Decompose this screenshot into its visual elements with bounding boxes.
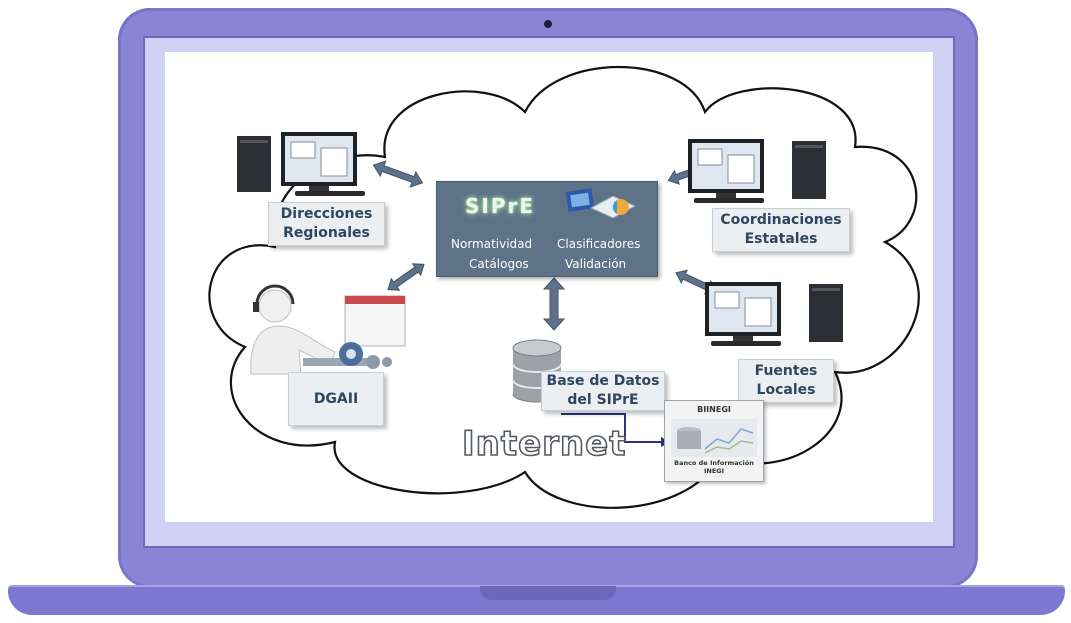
- desktop-computer-icon: [237, 132, 365, 196]
- internet-label: Internet: [461, 423, 627, 465]
- center-siprem-box: SIPrE Normatividad Clasificadores Catálo…: [436, 181, 658, 277]
- node-dgaii: DGAII: [288, 372, 384, 426]
- node-coordinaciones-estatales: Coordinaciones Estatales: [712, 208, 850, 252]
- siprem-logo-graphic: [565, 188, 637, 219]
- node-label-line: Base de Datos: [546, 373, 660, 389]
- node-label-line: del SIPrE: [567, 392, 639, 408]
- center-item: Validación: [565, 257, 627, 271]
- node-direcciones-regionales: Direcciones Regionales: [268, 202, 385, 246]
- node-label-line: Locales: [756, 382, 816, 398]
- node-base-datos: Base de Datos del SIPrE: [541, 371, 665, 411]
- node-label-line: Direcciones: [280, 206, 373, 222]
- center-item: Clasificadores: [557, 237, 641, 251]
- operator-icon: [250, 284, 406, 375]
- double-arrow-icon: [372, 160, 424, 188]
- node-label-line: Regionales: [283, 225, 370, 241]
- center-item: Catálogos: [469, 257, 529, 271]
- biinegi-chart-graphic: [671, 419, 757, 457]
- node-label-line: Estatales: [744, 231, 818, 247]
- node-label-line: Fuentes: [754, 363, 818, 379]
- biinegi-subtitle-line: INEGI: [703, 467, 725, 475]
- desktop-computer-icon: [705, 282, 843, 346]
- laptop-notch: [480, 586, 616, 600]
- node-fuentes-locales: Fuentes Locales: [738, 359, 834, 403]
- biinegi-title: BIINEGI: [697, 405, 731, 414]
- camera-icon: [544, 20, 552, 28]
- desktop-computer-icon: [688, 139, 826, 203]
- center-item: Normatividad: [451, 237, 533, 251]
- screen: Direcciones Regionales Coordinaciones Es…: [165, 52, 933, 522]
- node-label-line: Coordinaciones: [720, 212, 842, 228]
- node-label-line: DGAII: [313, 390, 359, 407]
- double-arrow-icon: [542, 277, 566, 331]
- double-arrow-icon: [387, 263, 425, 291]
- biinegi-thumbnail: BIINEGI Banco de Información INEGI: [664, 400, 764, 482]
- biinegi-subtitle-line: Banco de Información: [674, 459, 754, 467]
- siprem-logo: SIPrE: [465, 194, 536, 218]
